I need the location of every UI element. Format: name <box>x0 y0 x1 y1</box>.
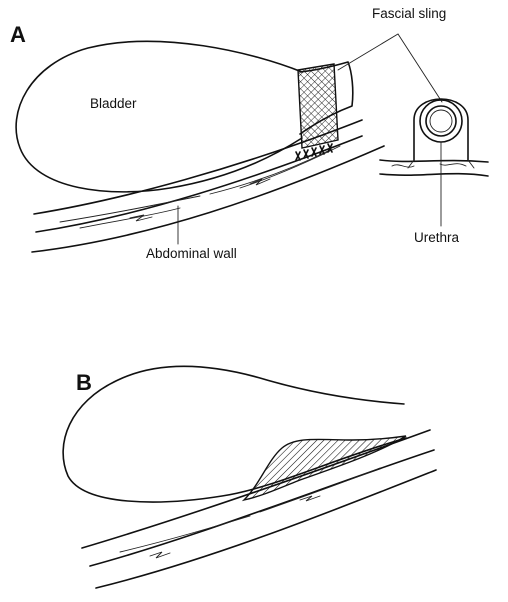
panel-a-drawing <box>16 34 488 252</box>
panel-a-letter: A <box>10 22 26 48</box>
urethra-label: Urethra <box>414 230 459 245</box>
bladder-a <box>16 41 302 192</box>
fascial-sling-leader <box>338 34 442 102</box>
abdominal-wall-label: Abdominal wall <box>146 246 237 261</box>
bladder-b <box>63 366 406 502</box>
panel-b-letter: B <box>76 370 92 396</box>
urethra-cross-section-inset <box>380 99 488 226</box>
panel-b-drawing <box>63 366 436 588</box>
fascial-sling-label: Fascial sling <box>372 6 446 21</box>
abdominal-wall-b <box>82 430 436 588</box>
fascial-sling-band <box>298 64 338 148</box>
bladder-label: Bladder <box>90 96 137 111</box>
